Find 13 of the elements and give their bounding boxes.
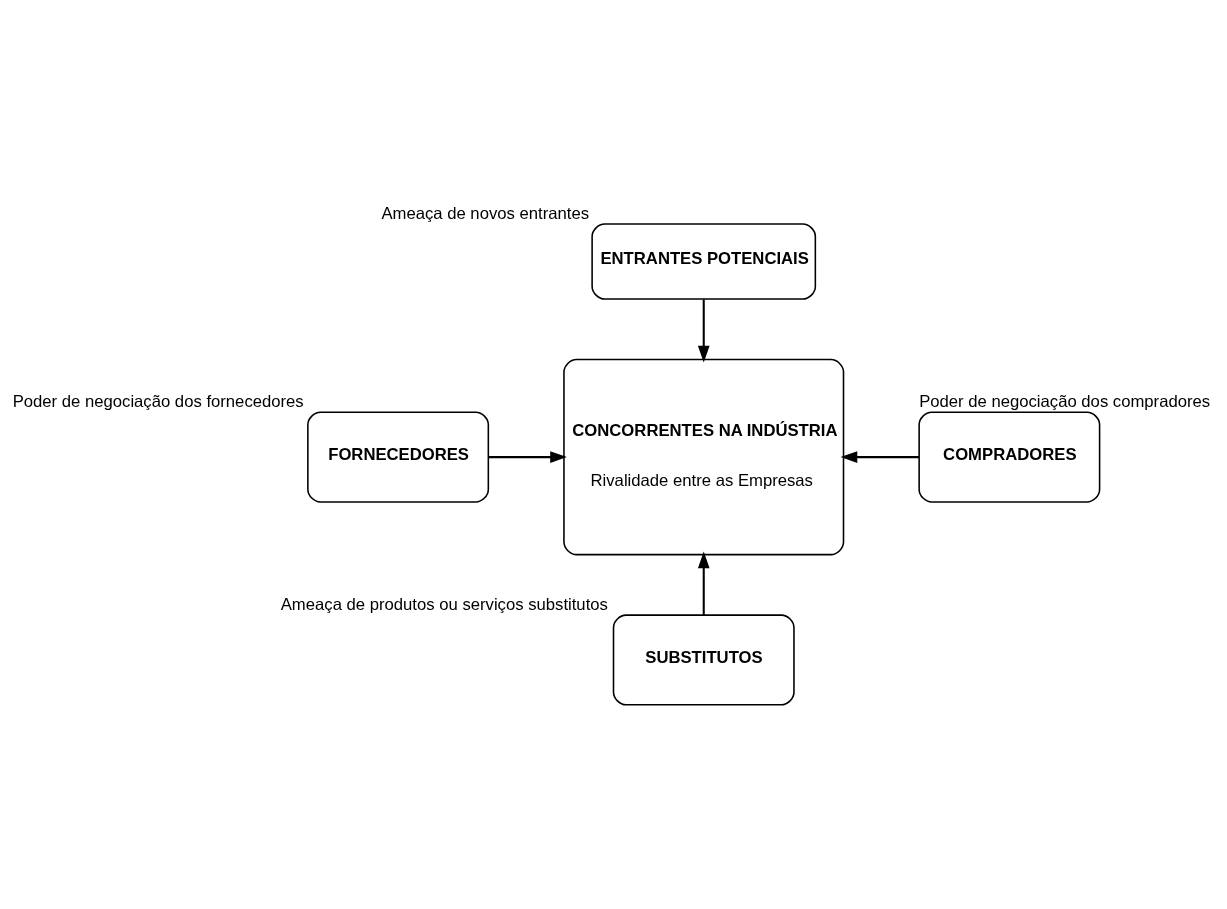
node-label: Poder de negociação dos fornecedores <box>12 391 304 411</box>
node-box: FORNECEDORES <box>307 410 490 503</box>
node-label: Poder de negociação dos compradores <box>919 391 1211 411</box>
node-box: ENTRANTES POTENCIAIS <box>591 222 817 300</box>
node-box: SUBSTITUTOS <box>612 613 795 706</box>
node-label: Ameaça de produtos ou serviços substitutos <box>280 594 608 614</box>
node-box: CONCORRENTES NA INDÚSTRIA Rivalidade entre as Empresas <box>563 358 845 555</box>
arrow <box>697 551 710 615</box>
arrow <box>488 450 567 463</box>
arrow <box>697 298 710 363</box>
node-box: COMPRADORES <box>918 410 1101 503</box>
node-label: Ameaça de novos entrantes <box>381 203 590 223</box>
arrow <box>840 450 920 463</box>
